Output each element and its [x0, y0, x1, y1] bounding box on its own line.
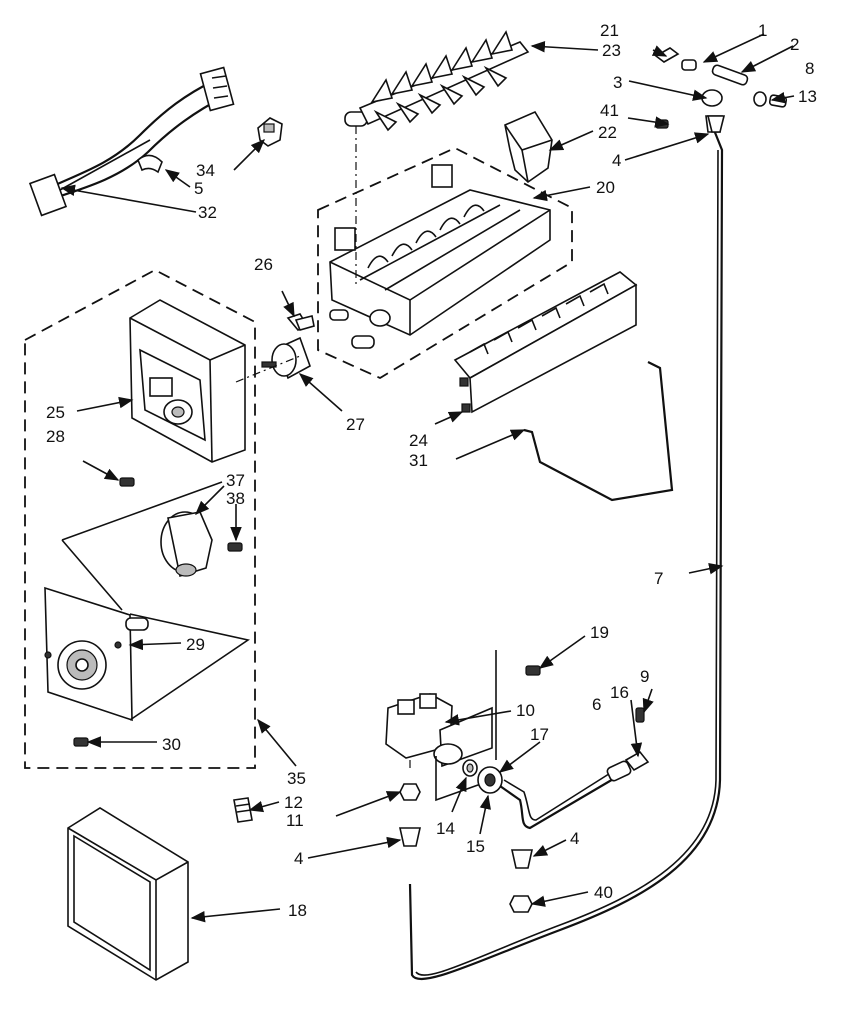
- mounting-plate-part: [44, 586, 149, 722]
- stripper-part: [453, 271, 638, 414]
- compression-nut-part: [477, 766, 503, 794]
- callout-16: 16: [610, 683, 629, 702]
- screw-30-part: [73, 737, 89, 747]
- grommet-lower-left-part: [399, 827, 421, 847]
- callout-27: 27: [346, 415, 365, 434]
- callout-13: 13: [798, 87, 817, 106]
- motor-guide-line: [61, 481, 223, 611]
- grommet-lower-right-part: [511, 849, 533, 869]
- callout-9: 9: [640, 667, 649, 686]
- callout-26: 26: [254, 255, 273, 274]
- callout-22: 22: [598, 123, 617, 142]
- callout-28: 28: [46, 427, 65, 446]
- ejector-part: [344, 30, 530, 132]
- fill-tube-part: [408, 129, 724, 980]
- callout-34: 34: [196, 161, 215, 180]
- plate-guide-line: [129, 613, 250, 721]
- water-valve-part: [385, 650, 497, 802]
- callout-41: 41: [600, 101, 619, 120]
- callout-1: 1: [758, 21, 767, 40]
- washer-part: [462, 759, 478, 777]
- callout-4-top: 4: [612, 151, 621, 170]
- screw-28-part: [119, 477, 135, 487]
- retainer-part: [286, 313, 315, 332]
- callout-5: 5: [194, 179, 203, 198]
- callout-6: 6: [592, 695, 601, 714]
- callout-8: 8: [805, 59, 814, 78]
- callout-32: 32: [198, 203, 217, 222]
- callout-4-right: 4: [570, 829, 579, 848]
- mold-assembly-outline: [317, 147, 573, 380]
- callout-19: 19: [590, 623, 609, 642]
- shutoff-arm-part: [523, 361, 674, 502]
- callout-10: 10: [516, 701, 535, 720]
- callout-2: 2: [790, 35, 799, 54]
- adapter-part: [606, 760, 632, 782]
- wire-harness-part: [28, 66, 235, 217]
- callout-31: 31: [409, 451, 428, 470]
- screw-9-part: [635, 707, 645, 723]
- callout-arrows: [60, 33, 795, 923]
- screw-19-part: [525, 665, 541, 676]
- module-assembly-outline: [24, 268, 256, 769]
- callout-17: 17: [530, 725, 549, 744]
- harness-clip-part: [137, 154, 163, 174]
- filter-panel-part: [67, 807, 189, 981]
- callout-40: 40: [594, 883, 613, 902]
- callout-14: 14: [436, 819, 455, 838]
- callout-24: 24: [409, 431, 428, 450]
- callout-38: 38: [226, 489, 245, 508]
- callout-15: 15: [466, 837, 485, 856]
- callout-37: 37: [226, 471, 245, 490]
- fill-tube-fittings-part: [654, 47, 788, 133]
- callout-25: 25: [46, 403, 65, 422]
- callout-29: 29: [186, 635, 205, 654]
- callout-20: 20: [596, 178, 615, 197]
- water-tubing-part: [499, 771, 616, 830]
- callout-23: 23: [602, 41, 621, 60]
- fill-cup-part: [504, 110, 553, 184]
- bearing-part: [261, 336, 311, 380]
- shaft-alignment-line: [235, 355, 301, 383]
- callout-3: 3: [613, 73, 622, 92]
- callout-35: 35: [287, 769, 306, 788]
- callout-7: 7: [654, 569, 663, 588]
- nut-11-part: [399, 783, 421, 801]
- callout-18: 18: [288, 901, 307, 920]
- motor-part: [160, 511, 213, 578]
- wire-cap-part: [233, 797, 253, 823]
- ice-mold-part: [329, 164, 551, 349]
- callout-12: 12: [284, 793, 303, 812]
- callout-4-left: 4: [294, 849, 303, 868]
- callout-21: 21: [600, 21, 619, 40]
- callout-11: 11: [286, 811, 304, 830]
- callout-30: 30: [162, 735, 181, 754]
- housing-part: [129, 299, 246, 463]
- nut-40-part: [509, 895, 533, 913]
- grommet-upper-part: [706, 115, 726, 133]
- screw-38-part: [227, 542, 243, 552]
